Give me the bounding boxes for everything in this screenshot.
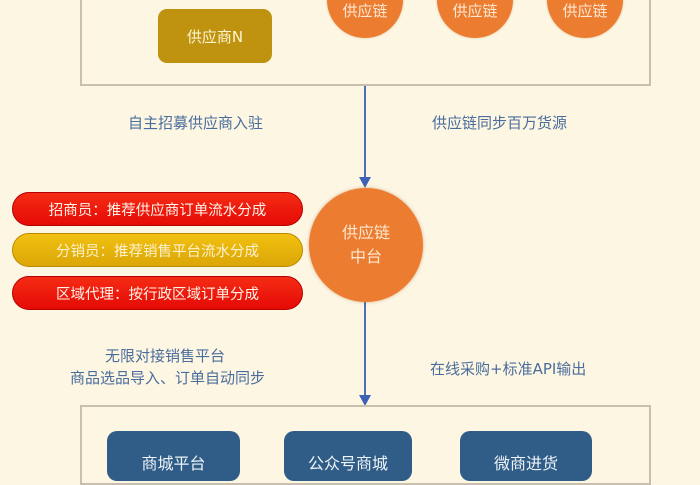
supply-chain-hub[interactable]: 供应链 中台 <box>309 188 423 302</box>
hub-label-line2: 中台 <box>349 247 382 266</box>
channel-wechat-mall-button[interactable]: 公众号商城 <box>284 431 412 481</box>
caption-online-procurement: 在线采购+标准API输出 <box>430 360 587 378</box>
role-pill-recruiter[interactable]: 招商员：推荐供应商订单流水分成 <box>12 192 303 226</box>
caption-sync-sources: 供应链同步百万货源 <box>432 114 568 132</box>
role-pill-distributor[interactable]: 分销员：推荐销售平台流水分成 <box>12 233 303 267</box>
supplier-n-button[interactable]: 供应商N <box>158 9 272 63</box>
arrow-down-icon <box>359 395 371 406</box>
caption-sales-platforms: 无限对接销售平台 商品选品导入、订单自动同步 <box>70 345 266 389</box>
hub-label-line1: 供应链 <box>341 223 390 242</box>
channel-mall-platform-button[interactable]: 商城平台 <box>107 431 240 481</box>
caption-sales-platforms-line1: 无限对接销售平台 <box>104 347 225 365</box>
connector-line-lower <box>364 302 366 396</box>
role-pill-regional-agent[interactable]: 区域代理：按行政区域订单分成 <box>12 276 303 310</box>
arrow-down-icon <box>359 177 371 188</box>
channel-micro-merchant-button[interactable]: 微商进货 <box>460 431 592 481</box>
caption-recruit-suppliers: 自主招募供应商入驻 <box>128 114 264 132</box>
connector-line-upper <box>364 86 366 178</box>
caption-sales-platforms-line2: 商品选品导入、订单自动同步 <box>70 369 266 387</box>
